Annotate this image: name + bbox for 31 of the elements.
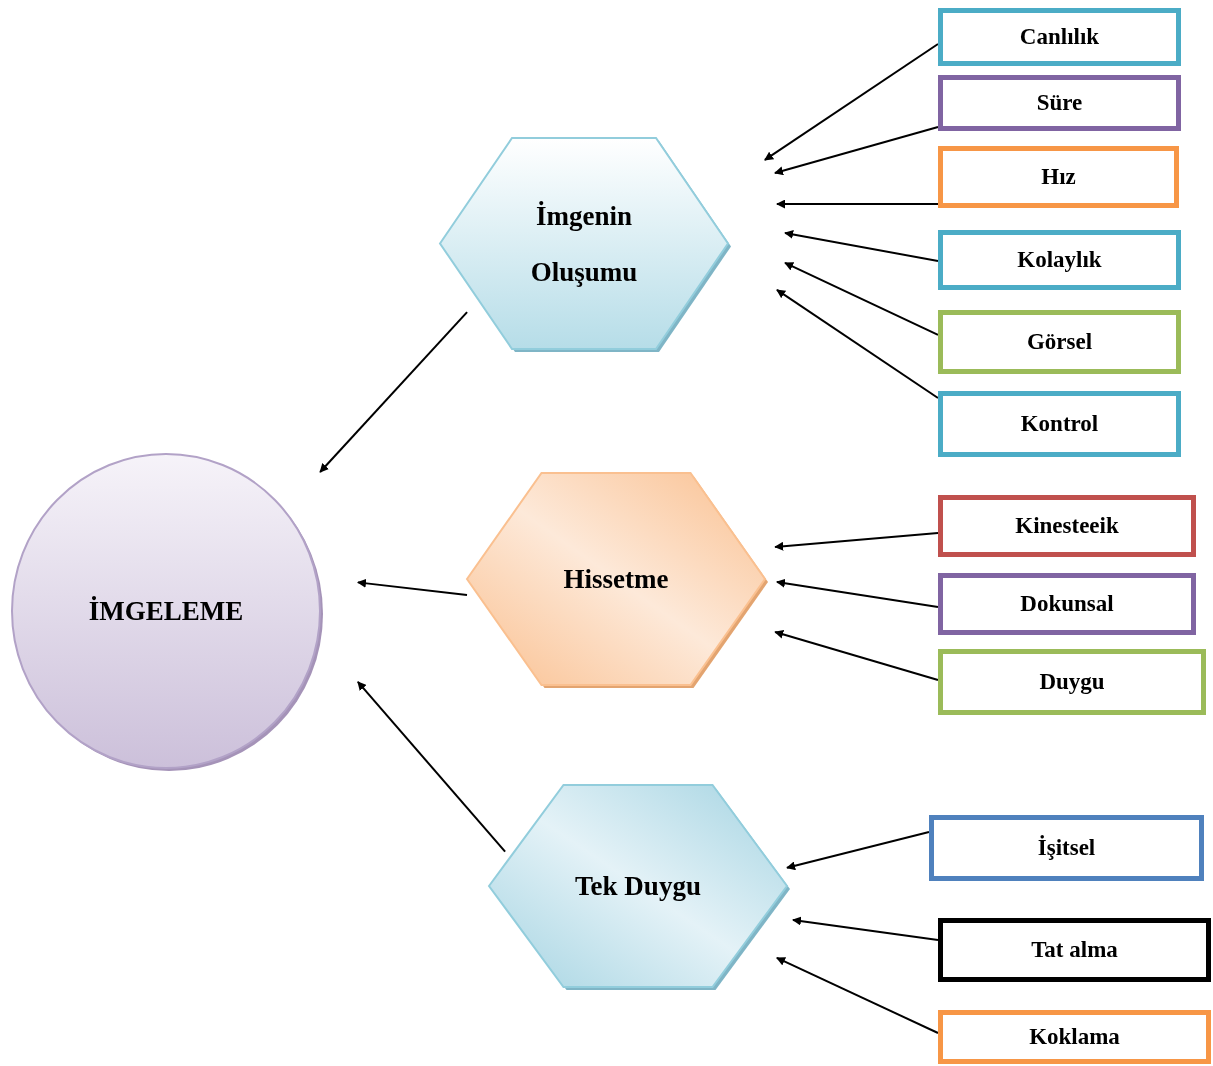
arrow: [786, 831, 930, 871]
label-box: Tat alma: [938, 918, 1211, 982]
arrow: [356, 680, 507, 853]
label-box: Süre: [938, 75, 1181, 131]
circle-node: İMGELEME: [10, 452, 322, 770]
arrow: [319, 311, 469, 474]
arrow: [775, 578, 939, 608]
arrow: [784, 261, 939, 336]
arrow: [791, 916, 939, 941]
label-box: Canlılık: [938, 8, 1181, 66]
label-box: İşitsel: [929, 815, 1204, 881]
hexagon-node: İmgenin Oluşumu: [440, 138, 728, 349]
arrow: [774, 629, 939, 681]
arrow: [775, 288, 939, 399]
arrow: [775, 199, 939, 209]
arrow: [356, 578, 468, 596]
arrow: [763, 42, 939, 161]
arrow: [784, 230, 939, 262]
hexagon-node: Tek Duygu: [489, 785, 787, 987]
label-box: Kinesteeik: [938, 495, 1196, 557]
label-box: Duygu: [938, 649, 1206, 715]
label-box: Hız: [938, 146, 1179, 208]
hexagon-node: Hissetme: [467, 473, 765, 685]
label-box: Koklama: [938, 1010, 1211, 1064]
arrow: [775, 956, 939, 1034]
label-box: Kolaylık: [938, 230, 1181, 290]
label-box: Görsel: [938, 310, 1181, 374]
arrow: [774, 532, 939, 551]
arrow: [773, 126, 939, 176]
label-box: Kontrol: [938, 391, 1181, 457]
label-box: Dokunsal: [938, 573, 1196, 635]
